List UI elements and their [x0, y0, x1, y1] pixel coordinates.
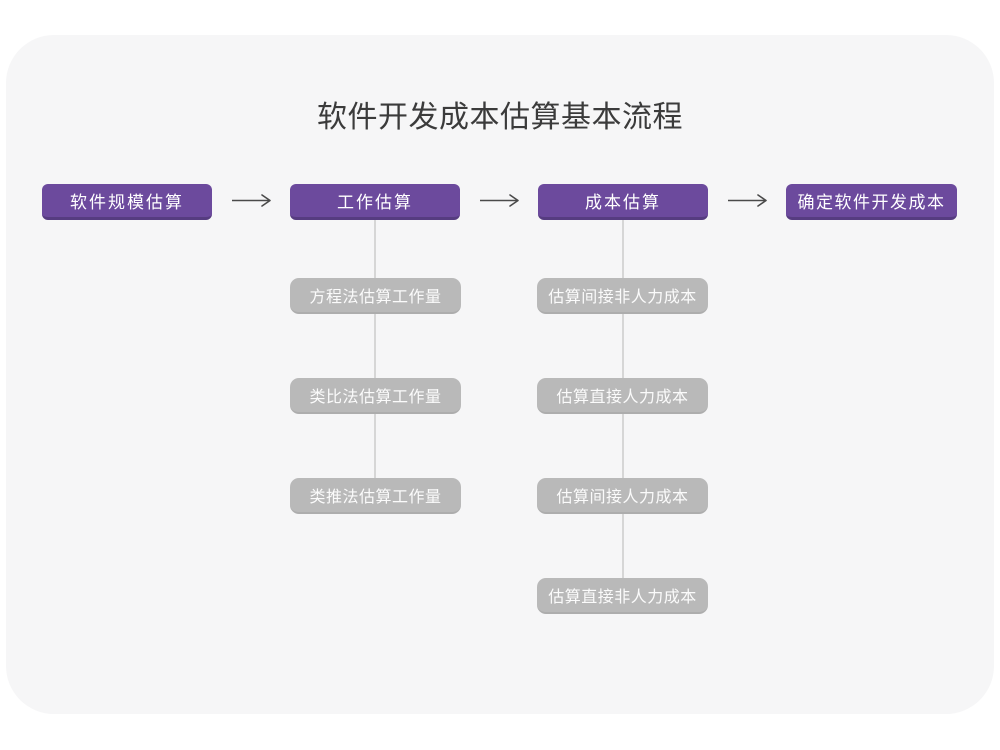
subnode-label: 类推法估算工作量	[309, 489, 442, 506]
node-cost-estimation: 成本估算	[538, 184, 708, 220]
node-label: 软件规模估算	[70, 193, 184, 212]
arrow-right-icon	[727, 193, 769, 208]
subnode-label: 估算间接非人力成本	[548, 289, 697, 306]
subnode-label: 估算直接非人力成本	[548, 589, 697, 606]
connector-line-work	[374, 218, 376, 496]
subnode-direct-labor-cost: 估算直接人力成本	[537, 378, 708, 414]
node-software-scale-estimation: 软件规模估算	[42, 184, 212, 220]
subnode-comparison-method-workload: 类比法估算工作量	[290, 378, 461, 414]
arrow-right-icon	[479, 193, 521, 208]
node-determine-software-dev-cost: 确定软件开发成本	[786, 184, 957, 220]
node-work-estimation: 工作估算	[290, 184, 460, 220]
subnode-label: 类比法估算工作量	[309, 389, 442, 406]
subnode-label: 方程法估算工作量	[309, 289, 442, 306]
subnode-equation-method-workload: 方程法估算工作量	[290, 278, 461, 314]
node-label: 工作估算	[337, 193, 413, 212]
subnode-direct-non-labor-cost: 估算直接非人力成本	[537, 578, 708, 614]
subnode-indirect-labor-cost: 估算间接人力成本	[537, 478, 708, 514]
subnode-label: 估算直接人力成本	[556, 389, 689, 406]
node-label: 确定软件开发成本	[797, 193, 946, 212]
arrow-right-icon	[231, 193, 273, 208]
subnode-indirect-non-labor-cost: 估算间接非人力成本	[537, 278, 708, 314]
diagram-title: 软件开发成本估算基本流程	[317, 101, 683, 134]
node-label: 成本估算	[585, 193, 661, 212]
diagram-card	[6, 35, 994, 714]
subnode-analogy-method-workload: 类推法估算工作量	[290, 478, 461, 514]
subnode-label: 估算间接人力成本	[556, 489, 689, 506]
